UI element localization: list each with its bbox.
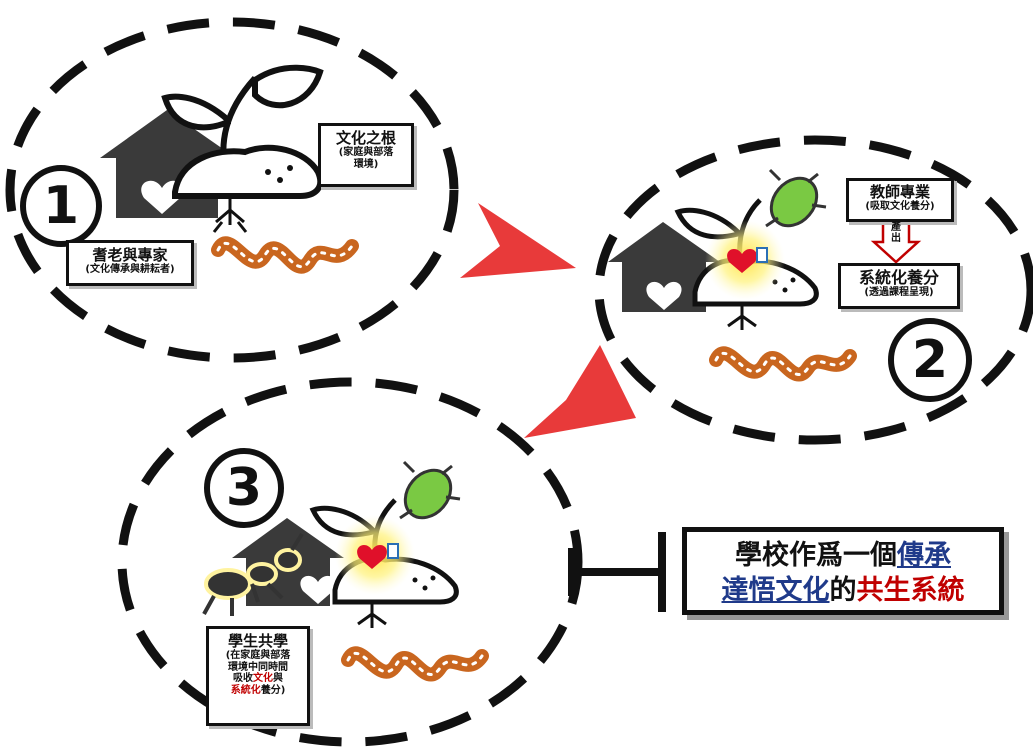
summary-symbiotic-system: 共生系統 xyxy=(856,575,965,607)
teacher-title: 教師專業 xyxy=(869,183,930,201)
student-sub3-a: 吸收 xyxy=(233,673,253,685)
student-subtitle-1: (在家庭與部落 xyxy=(225,650,291,662)
stage-2-bug-icon xyxy=(765,168,827,228)
step-2-number: 2 xyxy=(911,330,949,390)
teacher-label-box: 教師專業 (吸取文化養分) xyxy=(846,178,954,222)
summary-line-2: 達悟文化的共生系統 xyxy=(697,573,989,608)
step-2-number-badge: 2 xyxy=(888,318,972,402)
summary-tao-culture: 達悟文化 xyxy=(721,575,830,607)
root-title: 文化之根 xyxy=(335,129,396,147)
stage-3-heart-icon xyxy=(357,544,387,569)
system-title: 系統化養分 xyxy=(858,268,939,287)
root-subtitle-2: 環境) xyxy=(353,158,379,170)
step-3-number: 3 xyxy=(225,458,263,518)
step-3-number-badge: 3 xyxy=(204,448,284,528)
connector-to-summary xyxy=(568,532,666,612)
arrow-1-to-2 xyxy=(460,203,576,278)
summary-line-1: 學校作爲一個傳承 xyxy=(697,538,989,573)
elder-subtitle: (文化傳承與耕耘者) xyxy=(85,264,175,276)
summary-line1-a: 學校作爲一個 xyxy=(735,540,897,571)
student-subtitle-3: 吸收文化與 xyxy=(209,673,307,685)
arrow-2-to-3 xyxy=(524,345,636,438)
step-1-number: 1 xyxy=(42,176,80,236)
elder-title: 耆老與專家 xyxy=(92,246,168,264)
step-1-number-badge: 1 xyxy=(20,165,102,247)
student-sub4-systematic: 系統化 xyxy=(230,684,261,696)
root-label-box: 文化之根 (家庭與部落 環境) xyxy=(318,123,414,187)
student-subtitle-4: 系統化養分) xyxy=(209,685,307,697)
summary-of: 的 xyxy=(829,575,857,607)
stage-3-ant-icon xyxy=(202,532,304,616)
produce-char-2: 出 xyxy=(891,233,901,244)
stage-2-dashed-circle xyxy=(594,135,1033,445)
produce-char-1: 產 xyxy=(891,222,901,233)
stage-3-dashed-circle xyxy=(117,377,583,747)
student-sub4-b: 養分) xyxy=(260,684,286,696)
stage-2-house-icon xyxy=(608,222,720,312)
student-sub3-c: 與 xyxy=(273,673,283,685)
student-label-box: 學生共學 (在家庭與部落 環境中同時間 吸收文化與 系統化養分) xyxy=(206,626,310,726)
elder-label-box: 耆老與專家 (文化傳承與耕耘者) xyxy=(66,240,194,286)
student-subtitle-2: 環境中同時間 xyxy=(228,661,288,673)
summary-inherit: 傳承 xyxy=(897,540,951,571)
system-label-box: 系統化養分 (透過課程呈現) xyxy=(838,263,960,309)
student-sub3-culture: 文化 xyxy=(253,673,273,685)
system-subtitle: (透過課程呈現) xyxy=(864,287,934,299)
stage-2-book-icon xyxy=(756,247,768,263)
stage-1-plant-icon xyxy=(161,64,324,233)
teacher-subtitle: (吸取文化養分) xyxy=(865,201,935,213)
stage-3-book-icon xyxy=(387,543,399,559)
stage-1-dashed-circle xyxy=(5,17,459,363)
produce-arrow-icon xyxy=(870,220,922,264)
summary-box: 學校作爲一個傳承 達悟文化的共生系統 xyxy=(682,527,1004,615)
stage-2-heart-icon xyxy=(727,248,757,273)
root-subtitle-1: (家庭與部落 xyxy=(338,147,394,159)
student-title: 學生共學 xyxy=(227,632,288,650)
produce-label: 產 出 xyxy=(884,222,908,244)
stage-3-bug-icon xyxy=(399,460,461,520)
